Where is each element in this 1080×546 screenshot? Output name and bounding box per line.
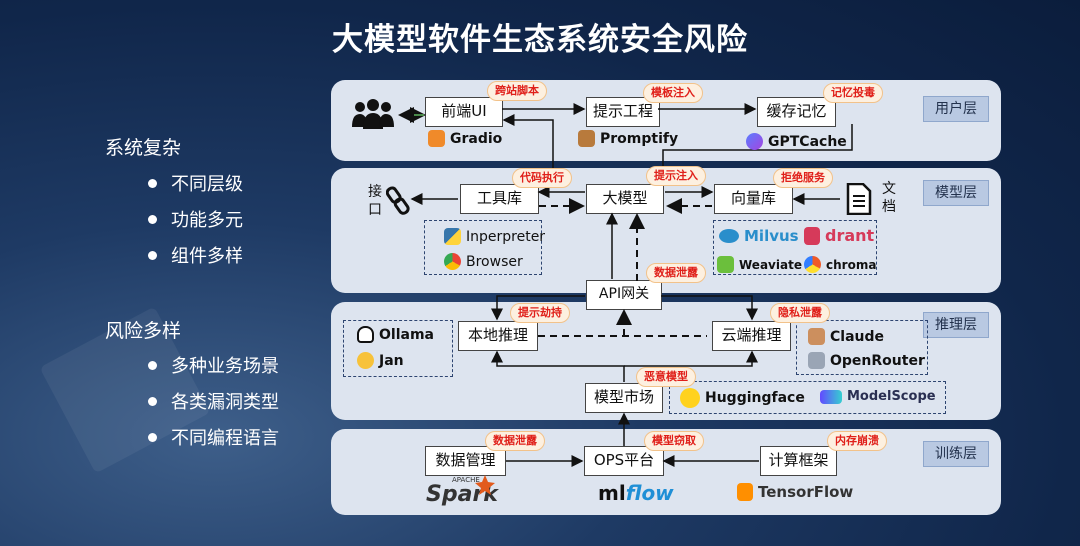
tensorflow-logo [737,483,753,501]
api-gateway-node[interactable]: API网关 [586,280,662,310]
openrouter-logo [808,352,825,369]
python-logo [444,228,461,245]
ops-platform-node[interactable]: OPS平台 [584,446,664,476]
chroma-tool: chroma [804,256,876,273]
claude-tool: Claude [808,328,884,345]
spark-tool: APACHE Spark [426,476,498,507]
local-inference-node[interactable]: 本地推理 [458,321,538,351]
jan-logo [357,352,374,369]
complexity-item: 不同层级 [148,170,243,196]
risk-tag-code-execution: 代码执行 [512,168,572,188]
compute-framework-node[interactable]: 计算框架 [760,446,837,476]
cloud-inference-node[interactable]: 云端推理 [712,321,791,351]
interface-label: 接口 [368,184,382,218]
cache-memory-node[interactable]: 缓存记忆 [757,97,836,127]
risk-tag-memory-poisoning: 记忆投毒 [823,83,883,103]
chroma-logo [804,256,821,273]
risk-tag-prompt-hijack: 提示劫持 [510,303,570,323]
gptcache-logo [746,133,763,150]
complexity-item: 功能多元 [148,206,243,232]
complexity-item: 组件多样 [148,242,243,268]
document-icon [846,183,872,215]
layer-label-inference: 推理层 [923,312,989,338]
risk-tag-privacy-leak: 隐私泄露 [770,303,830,323]
risk-item: 不同编程语言 [148,424,279,450]
cloud-provider-group [796,320,928,375]
risk-tag-data-leak-api: 数据泄露 [646,263,706,283]
gradio-tool: Gradio [428,130,502,147]
spark-star-icon [475,475,495,495]
risk-tag-memory-crash: 内存崩溃 [827,431,887,451]
ollama-tool: Ollama [357,326,434,343]
gradio-logo [428,130,445,147]
qdrant-logo [804,226,820,245]
document-label: 文档 [882,181,896,215]
local-runtime-group [343,320,453,377]
qdrant-tool: drant [804,226,874,245]
layer-label-user: 用户层 [923,96,989,122]
layer-label-model: 模型层 [923,180,989,206]
huggingface-logo [680,388,700,408]
risk-item: 多种业务场景 [148,352,279,378]
claude-logo [808,328,825,345]
milvus-tool: Milvus [719,227,799,245]
chrome-logo [444,253,461,270]
vector-db-group [713,220,877,275]
promptify-tool: Promptify [578,130,678,147]
risk-tag-denial-of-service: 拒绝服务 [773,168,833,188]
risk-tag-xss: 跨站脚本 [487,81,547,101]
jan-tool: Jan [357,352,404,369]
data-management-node[interactable]: 数据管理 [425,446,506,476]
browser-tool: Browser [444,253,523,270]
toolbox-node[interactable]: 工具库 [460,184,539,214]
modelscope-tool: ModelScope [820,389,936,404]
vector-db-node[interactable]: 向量库 [714,184,793,214]
prompt-engineering-node[interactable]: 提示工程 [586,97,660,127]
tensorflow-tool: TensorFlow [737,483,853,501]
risk-tag-template-injection: 模板注入 [643,83,703,103]
promptify-logo [578,130,595,147]
inperpreter-tool: Inperpreter [444,228,545,245]
complexity-heading: 系统复杂 [105,137,182,159]
ollama-logo [357,326,374,343]
users-icon [352,99,394,129]
layer-label-training: 训练层 [923,441,989,467]
openrouter-tool: OpenRouter [808,352,925,369]
risk-tag-model-theft: 模型窃取 [644,431,704,451]
risk-tag-malicious-model: 恶意模型 [636,367,696,387]
spark-logo: Spark [426,482,498,507]
tool-library-group [424,220,542,275]
risk-tag-prompt-injection: 提示注入 [646,166,706,186]
llm-node[interactable]: 大模型 [586,184,664,214]
weaviate-tool: Weaviate [717,256,802,273]
link-icon [386,186,410,215]
page-title: 大模型软件生态系统安全风险 [332,22,748,58]
risk-tag-data-leak-training: 数据泄露 [485,431,545,451]
model-market-node[interactable]: 模型市场 [585,383,663,413]
frontend-ui-node[interactable]: 前端UI [425,97,503,127]
model-hub-group [669,381,946,414]
gptcache-tool: GPTCache [746,133,847,150]
risk-heading: 风险多样 [105,320,182,342]
risk-item: 各类漏洞类型 [148,388,279,414]
modelscope-logo [820,389,842,404]
huggingface-tool: Huggingface [680,388,805,408]
weaviate-logo [717,256,734,273]
milvus-logo [719,229,739,243]
